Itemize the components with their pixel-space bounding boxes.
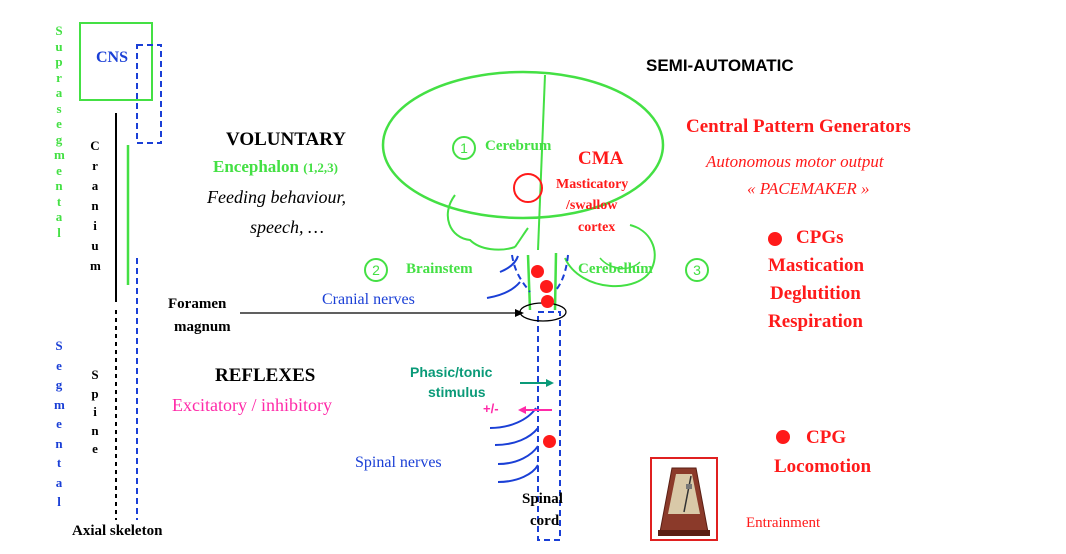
spinal-nerve-2 (494, 427, 539, 446)
segmental-label: Segmental (52, 336, 66, 512)
autonomous-label: Autonomous motor output (706, 152, 884, 171)
voluntary-line-1: Feeding behaviour, (207, 187, 346, 207)
temporal-lobe-outline (446, 194, 516, 251)
red-dot-icon (768, 232, 782, 246)
red-dot-icon (776, 430, 790, 444)
locomotion-label: Locomotion (774, 456, 872, 477)
cpgs-label: CPGs (796, 227, 844, 248)
spinal-nerve-4 (497, 464, 539, 483)
red-dot-icon (540, 280, 553, 293)
voluntary-line-2: speech, … (250, 217, 324, 237)
reflexes-title: REFLEXES (215, 365, 316, 386)
encephalon-text: Encephalon (213, 157, 299, 176)
spinal-nerve-3 (497, 445, 539, 465)
stimulus-sign: +/- (483, 401, 499, 416)
cerebellum-label: Cerebellum (578, 261, 653, 277)
spine-text: Spine (91, 367, 99, 456)
foramen-arrow-head (515, 309, 524, 317)
cpg-label: CPG (806, 427, 847, 448)
red-dot-icon (531, 265, 544, 278)
cortex-line-1: Masticatory (556, 177, 629, 192)
cranium-label: Cranium (88, 136, 102, 276)
cortex-line-3: cortex (578, 220, 616, 235)
cerebellum-fold (599, 257, 641, 270)
voluntary-title: VOLUNTARY (226, 129, 346, 150)
spinal-nerves-label: Spinal nerves (355, 454, 442, 471)
suprasegmental-label: Suprasegmental (52, 23, 66, 240)
suprasegmental-text: Suprasegmental (54, 23, 65, 240)
cerebellum-number-icon: 3 (685, 258, 709, 282)
cranial-nerve-curve-2 (499, 255, 519, 273)
stimulus-line-1: Phasic/tonic (410, 364, 493, 380)
cerebrum-outline (381, 70, 665, 220)
brainstem-dashed-right (555, 254, 569, 291)
deglutition-label: Deglutition (770, 283, 861, 304)
cns-dashed-box (136, 44, 162, 144)
encephalon-refs: (1,2,3) (303, 160, 338, 175)
cpg-title: Central Pattern Generators (686, 116, 911, 137)
brainstem-number-icon: 2 (364, 258, 388, 282)
cranial-nerves-label: Cranial nerves (322, 291, 415, 308)
red-dot-icon (543, 435, 556, 448)
cerebellum-outline (564, 224, 656, 288)
spinal-cord-tube (537, 311, 561, 541)
stimulus-line-2: stimulus (428, 384, 486, 400)
brainstem-dashed-left (511, 254, 531, 293)
metronome-icon (650, 457, 718, 541)
reflexes-subtitle: Excitatory / inhibitory (172, 395, 332, 415)
afferent-arrow-head (546, 379, 554, 387)
axial-skeleton-label: Axial skeleton (72, 523, 163, 539)
mastication-label: Mastication (768, 255, 865, 276)
semi-automatic-title: SEMI-AUTOMATIC (646, 56, 794, 75)
cma-ring (513, 173, 543, 203)
cranial-nerve-curve-1 (486, 281, 521, 299)
brainstem-label: Brainstem (406, 261, 473, 277)
respiration-label: Respiration (768, 311, 863, 332)
cerebral-fissure (537, 74, 546, 251)
foramen-line-1: Foramen (168, 296, 227, 312)
brainstem-outline (526, 252, 558, 311)
entrainment-label: Entrainment (746, 515, 821, 531)
segmental-text: Segmental (54, 338, 65, 509)
cns-label: CNS (96, 49, 129, 66)
cortex-line-2: /swallow (566, 198, 618, 213)
encephalon-label: Encephalon (1,2,3) (213, 158, 338, 175)
pacemaker-label: « PACEMAKER » (747, 179, 870, 198)
cma-label: CMA (578, 148, 624, 169)
cns-box (79, 22, 153, 101)
cranium-text: Cranium (90, 138, 101, 273)
cerebrum-number-icon: 1 (452, 136, 476, 160)
spine-label: Spine (88, 366, 102, 459)
cerebrum-label: Cerebrum (485, 138, 552, 154)
foramen-line-2: magnum (174, 319, 231, 335)
efferent-arrow-head (518, 406, 526, 414)
temporal-lobe-edge (514, 227, 529, 248)
spinal-cord-line-2: cord (530, 513, 560, 529)
spinal-cord-line-1: Spinal (522, 491, 563, 507)
red-dot-icon (541, 295, 554, 308)
